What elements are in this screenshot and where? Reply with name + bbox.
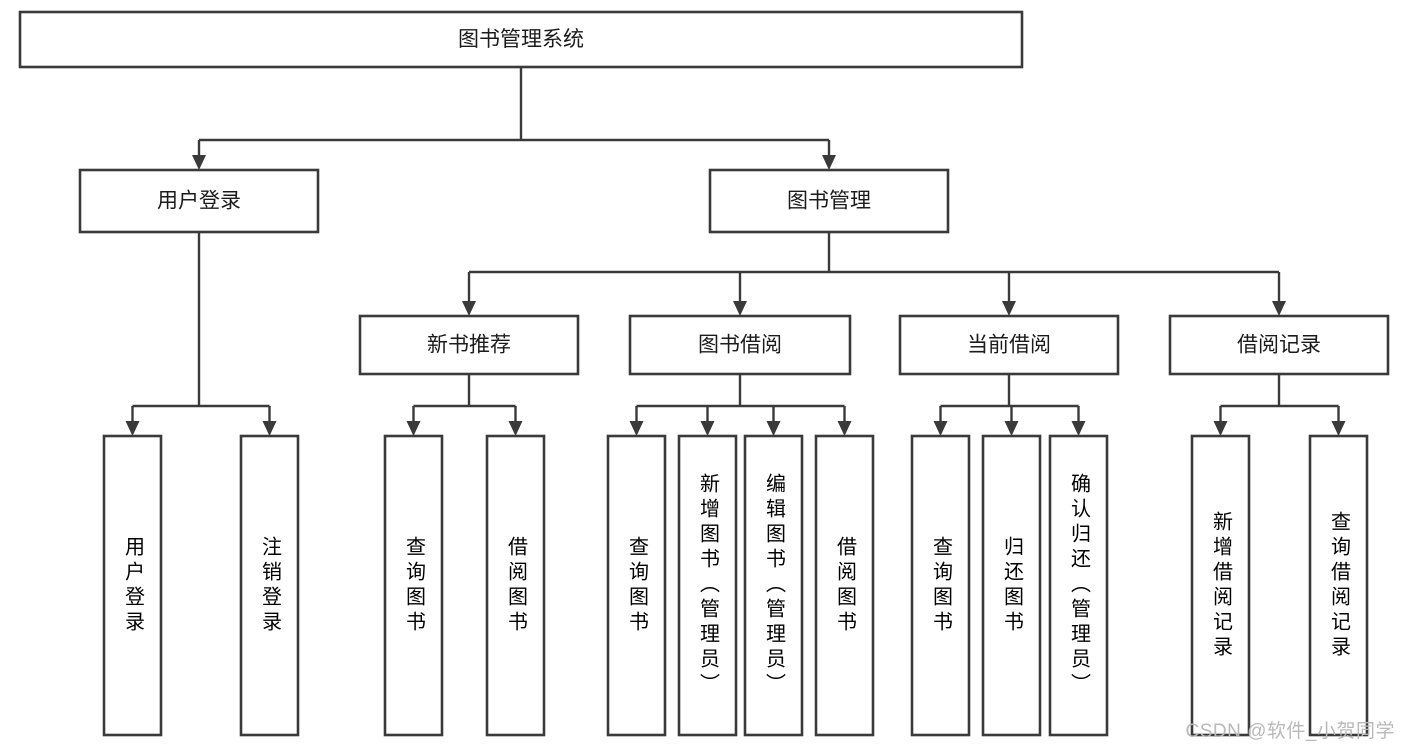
leaf-label-container: 新增图书（管理员） (696, 473, 719, 698)
leaf-label-container: 借阅图书 (833, 535, 856, 636)
leaf-box[interactable] (606, 434, 667, 737)
level3-node-label: 当前借阅 (967, 334, 1051, 357)
arrow-head-icon (1272, 301, 1286, 316)
arrow-head-icon (1213, 421, 1228, 436)
leaf-label-container: 确认归还（管理员） (1067, 473, 1090, 698)
leaf-label-container: 查询图书 (625, 535, 648, 636)
arrow-head-icon (192, 155, 206, 170)
leaf-node-leaf-edit-book[interactable]: 编辑图书（管理员） (743, 434, 804, 737)
leaf-label: 用户登录 (121, 535, 144, 636)
arrow-head-icon (700, 421, 715, 436)
root-node-label: 图书管理系统 (458, 28, 584, 51)
leaf-label: 查询图书 (625, 535, 648, 636)
leaf-label: 编辑图书（管理员） (762, 473, 785, 698)
leaf-box[interactable] (814, 434, 875, 737)
leaf-node-leaf-query-book-2[interactable]: 查询图书 (606, 434, 667, 737)
leaf-box[interactable] (1048, 434, 1109, 737)
level2-node-user-login[interactable]: 用户登录 (78, 168, 320, 234)
arrow-head-icon (262, 421, 277, 436)
leaf-node-leaf-return-book[interactable]: 归还图书 (981, 434, 1042, 737)
leaf-label: 查询图书 (402, 535, 425, 636)
leaf-label-container: 借阅图书 (504, 535, 527, 636)
arrow-head-icon (733, 301, 747, 316)
arrow-head-icon (837, 421, 852, 436)
level3-node-box[interactable] (358, 314, 580, 376)
level3-node-box[interactable] (898, 314, 1120, 376)
leaf-box[interactable] (910, 434, 971, 737)
arrow-head-icon (462, 301, 476, 316)
leaf-label: 确认归还（管理员） (1067, 473, 1090, 698)
arrow-head-icon (629, 421, 644, 436)
level3-node-label: 新书推荐 (427, 334, 511, 357)
leaf-box[interactable] (239, 434, 300, 737)
level3-node-borrow-record[interactable]: 借阅记录 (1168, 314, 1390, 376)
arrow-head-icon (766, 421, 781, 436)
leaf-box[interactable] (102, 434, 163, 737)
leaf-label: 新增借阅记录 (1209, 510, 1232, 661)
root-node-root[interactable]: 图书管理系统 (18, 10, 1024, 69)
leaf-node-leaf-borrow-book-2[interactable]: 借阅图书 (814, 434, 875, 737)
leaf-node-leaf-query-book-1[interactable]: 查询图书 (383, 434, 444, 737)
leaf-box[interactable] (677, 434, 738, 737)
leaf-label: 借阅图书 (833, 535, 856, 636)
arrow-head-icon (1331, 421, 1346, 436)
leaf-label: 归还图书 (1000, 535, 1023, 636)
level3-node-label: 图书借阅 (698, 334, 782, 357)
leaf-box[interactable] (1190, 434, 1251, 737)
leaf-box[interactable] (485, 434, 546, 737)
leaf-node-leaf-borrow-book-1[interactable]: 借阅图书 (485, 434, 546, 737)
leaf-label: 新增图书（管理员） (696, 473, 719, 698)
level3-node-box[interactable] (1168, 314, 1390, 376)
arrow-head-icon (1071, 421, 1086, 436)
level2-node-box[interactable] (78, 168, 320, 234)
leaf-label-container: 用户登录 (121, 535, 144, 636)
leaf-node-leaf-confirm-return[interactable]: 确认归还（管理员） (1048, 434, 1109, 737)
level3-node-current-borrow[interactable]: 当前借阅 (898, 314, 1120, 376)
leaf-label-container: 编辑图书（管理员） (762, 473, 785, 698)
leaf-node-leaf-logout[interactable]: 注销登录 (239, 434, 300, 737)
leaf-label: 查询借阅记录 (1327, 510, 1350, 661)
leaf-box[interactable] (383, 434, 444, 737)
arrow-head-icon (125, 421, 140, 436)
arrow-head-icon (406, 421, 421, 436)
leaf-node-leaf-add-record[interactable]: 新增借阅记录 (1190, 434, 1251, 737)
level2-node-box[interactable] (708, 168, 950, 234)
nodes-layer: 图书管理系统用户登录图书管理新书推荐图书借阅当前借阅借阅记录用户登录注销登录查询… (18, 10, 1390, 737)
arrow-head-icon (822, 155, 836, 170)
leaf-node-leaf-add-book[interactable]: 新增图书（管理员） (677, 434, 738, 737)
level2-node-label: 用户登录 (157, 190, 241, 213)
leaf-box[interactable] (1308, 434, 1369, 737)
level2-node-label: 图书管理 (787, 190, 871, 213)
leaf-label: 查询图书 (929, 535, 952, 636)
leaf-node-leaf-query-book-3[interactable]: 查询图书 (910, 434, 971, 737)
root-node-box[interactable] (18, 10, 1024, 69)
leaf-box[interactable] (981, 434, 1042, 737)
level2-node-book-manage[interactable]: 图书管理 (708, 168, 950, 234)
leaf-label-container: 查询图书 (929, 535, 952, 636)
leaf-label-container: 注销登录 (258, 535, 281, 636)
level3-node-label: 借阅记录 (1237, 334, 1321, 357)
level3-node-new-book-rec[interactable]: 新书推荐 (358, 314, 580, 376)
level3-node-book-borrow[interactable]: 图书借阅 (628, 314, 852, 376)
arrow-head-icon (1002, 301, 1016, 316)
arrow-head-icon (508, 421, 523, 436)
arrow-head-icon (1004, 421, 1019, 436)
leaf-box[interactable] (743, 434, 804, 737)
leaf-node-leaf-query-record[interactable]: 查询借阅记录 (1308, 434, 1369, 737)
connectors-layer (125, 67, 1346, 436)
leaf-node-leaf-user-login[interactable]: 用户登录 (102, 434, 163, 737)
leaf-label: 借阅图书 (504, 535, 527, 636)
leaf-label-container: 归还图书 (1000, 535, 1023, 636)
leaf-label-container: 新增借阅记录 (1209, 510, 1232, 661)
arrow-head-icon (933, 421, 948, 436)
leaf-label-container: 查询借阅记录 (1327, 510, 1350, 661)
leaf-label: 注销登录 (258, 535, 281, 636)
level3-node-box[interactable] (628, 314, 852, 376)
leaf-label-container: 查询图书 (402, 535, 425, 636)
